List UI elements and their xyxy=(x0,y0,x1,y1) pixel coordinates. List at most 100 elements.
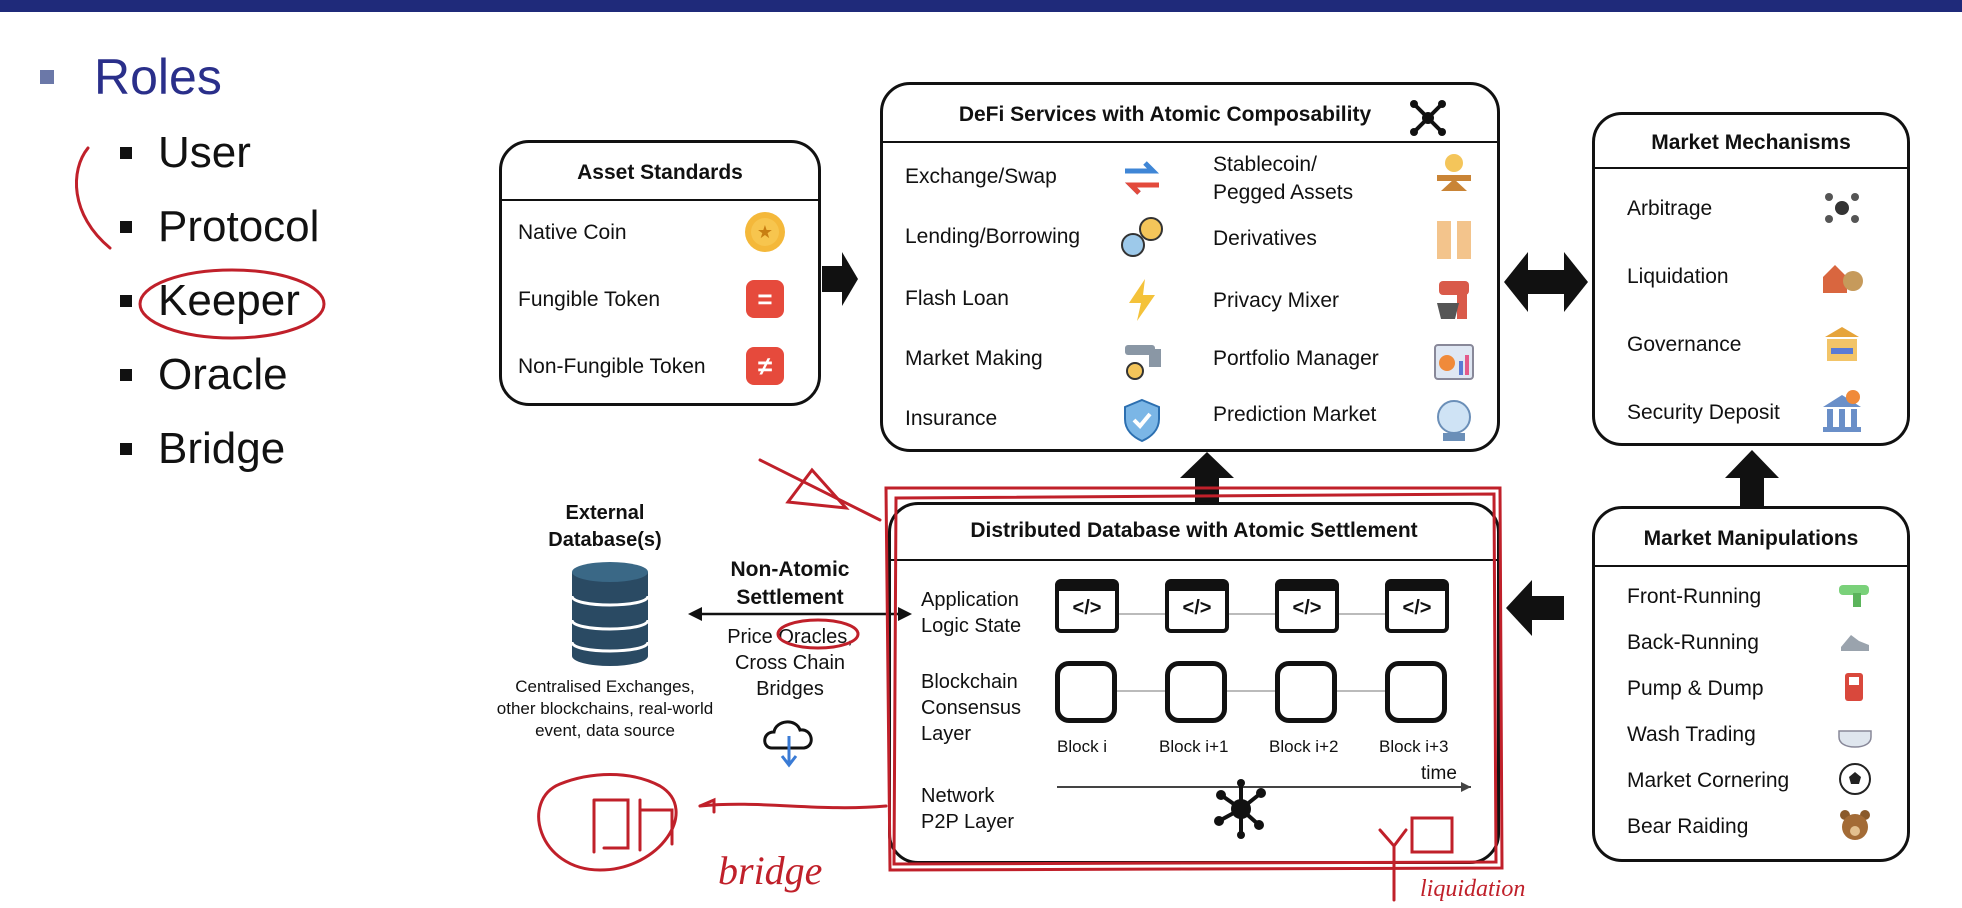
defi-service: Exchange/Swap xyxy=(905,165,1057,188)
divider xyxy=(502,199,818,201)
defi-service: Lending/Borrowing xyxy=(905,225,1081,248)
role-label: Bridge xyxy=(158,424,286,473)
not-equal-glyph: ≠ xyxy=(757,350,773,381)
external-db-caption: Centralised Exchanges, other blockchains… xyxy=(496,677,714,740)
flash-icon xyxy=(1119,277,1165,323)
coin-icon xyxy=(742,209,788,255)
manipulation-item: Front-Running xyxy=(1627,585,1762,608)
block-icon xyxy=(1275,661,1337,723)
mechanism-item: Governance xyxy=(1627,333,1742,356)
manipulation-item: Bear Raiding xyxy=(1627,815,1749,838)
divider xyxy=(1595,565,1907,567)
pump-icon xyxy=(1837,669,1873,705)
title-bullet xyxy=(40,70,54,84)
bear-icon xyxy=(1837,807,1873,843)
window-titlebar xyxy=(1279,583,1335,591)
deposit-icon xyxy=(1819,389,1865,435)
manipulation-item: Wash Trading xyxy=(1627,723,1756,746)
mechanism-item: Liquidation xyxy=(1627,265,1729,288)
role-item: User xyxy=(120,116,319,190)
mixer-icon xyxy=(1431,277,1477,323)
crystal-ball-icon xyxy=(1431,397,1477,443)
swap-icon xyxy=(1119,155,1165,201)
role-item: Protocol xyxy=(120,190,319,264)
governance-icon xyxy=(1819,321,1865,367)
block-icon xyxy=(1055,661,1117,723)
water-gun-icon xyxy=(1837,577,1873,613)
arbitrage-icon xyxy=(1819,185,1865,231)
asset-item: Fungible Token xyxy=(518,288,661,311)
time-label: time xyxy=(1421,763,1457,784)
top-bar xyxy=(0,0,1962,12)
bullet xyxy=(120,295,132,307)
block-label: Block i xyxy=(1057,737,1108,756)
defi-service: Stablecoin/ Pegged Assets xyxy=(1213,153,1354,204)
faucet-icon xyxy=(1119,337,1165,383)
defi-service: Portfolio Manager xyxy=(1213,347,1379,370)
divider xyxy=(883,141,1497,143)
manipulation-item: Market Cornering xyxy=(1627,769,1790,792)
code-symbol: </> xyxy=(1182,597,1212,619)
asset-standards-title: Asset Standards xyxy=(577,161,743,184)
market-mechanisms-title: Market Mechanisms xyxy=(1651,131,1851,154)
defi-service: Privacy Mixer xyxy=(1213,289,1340,312)
equals-glyph: = xyxy=(757,283,773,314)
bullet xyxy=(120,147,132,159)
manipulation-item: Back-Running xyxy=(1627,631,1759,654)
database-icon xyxy=(570,562,650,666)
role-item: Bridge xyxy=(120,412,319,486)
roles-heading: Roles xyxy=(94,49,222,105)
block-label: Block i+3 xyxy=(1379,737,1449,756)
manipulation-item: Pump & Dump xyxy=(1627,677,1764,700)
bullet xyxy=(120,221,132,233)
portfolio-icon xyxy=(1431,339,1477,385)
shoe-icon xyxy=(1837,623,1873,659)
distributed-db-box: Distributed Database with Atomic Settlem… xyxy=(888,502,1500,864)
bullet xyxy=(120,443,132,455)
block-label: Block i+2 xyxy=(1269,737,1339,756)
block-label: Block i+1 xyxy=(1159,737,1229,756)
divider xyxy=(1595,167,1907,169)
lending-icon xyxy=(1119,215,1165,261)
role-label: Keeper xyxy=(158,276,300,325)
liquidation-handwriting: liquidation xyxy=(1420,876,1525,902)
code-window: </> xyxy=(1165,579,1229,633)
window-titlebar xyxy=(1169,583,1225,591)
role-label: Oracle xyxy=(158,350,288,399)
window-titlebar xyxy=(1389,583,1445,591)
defi-service: Flash Loan xyxy=(905,287,1009,310)
mechanism-item: Arbitrage xyxy=(1627,197,1713,220)
code-window: </> xyxy=(1275,579,1339,633)
asset-standards-box: Asset Standards Native Coin Fungible Tok… xyxy=(499,140,821,406)
external-db-title: External Database(s) xyxy=(548,502,662,551)
cloud-download-icon xyxy=(758,708,820,770)
role-label: User xyxy=(158,128,251,177)
roles-list: User Protocol Keeper Oracle Bridge xyxy=(120,116,319,486)
bullet xyxy=(120,369,132,381)
defi-service: Insurance xyxy=(905,407,998,430)
defi-service: Derivatives xyxy=(1213,227,1317,250)
bridge-handwriting: bridge xyxy=(718,848,822,893)
window-titlebar xyxy=(1059,583,1115,591)
role-label: Protocol xyxy=(158,202,320,251)
defi-service: Market Making xyxy=(905,347,1043,370)
not-equal-icon xyxy=(742,343,788,389)
derivatives-icon xyxy=(1431,217,1477,263)
non-atomic-title: Non-Atomic Settlement xyxy=(730,558,850,609)
code-window: </> xyxy=(1055,579,1119,633)
p2p-network-icon xyxy=(1209,777,1273,841)
liquidation-icon xyxy=(1819,253,1865,299)
network-icon xyxy=(1405,95,1451,141)
bathtub-icon xyxy=(1837,715,1873,751)
equals-icon xyxy=(742,276,788,322)
asset-item: Non-Fungible Token xyxy=(518,355,706,378)
market-manipulations-box: Market Manipulations Front-Running Back-… xyxy=(1592,506,1910,862)
defi-service: Prediction Market xyxy=(1213,403,1377,426)
role-item: Keeper xyxy=(120,264,319,338)
block-icon xyxy=(1165,661,1227,723)
shield-icon xyxy=(1119,397,1165,443)
roles-title: Roles xyxy=(40,48,319,106)
coin-glyph: ★ xyxy=(756,221,774,242)
defi-title: DeFi Services with Atomic Composability xyxy=(958,103,1372,126)
code-window: </> xyxy=(1385,579,1449,633)
